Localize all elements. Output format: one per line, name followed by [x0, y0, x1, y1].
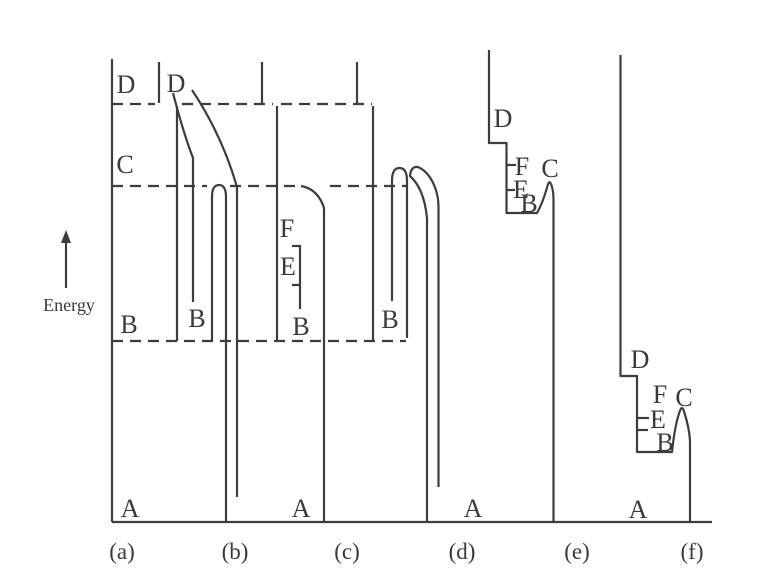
panel-b-curve-right — [191, 89, 239, 497]
panel-f-label-f: F — [653, 380, 667, 409]
level-label-c: C — [116, 150, 133, 179]
panel-f-label-c: C — [675, 383, 692, 412]
level-label-b: B — [120, 310, 137, 339]
panel-c-label-b: B — [292, 312, 309, 341]
panel-c-label-e: E — [280, 252, 296, 281]
panel-f-profile — [619, 55, 692, 521]
level-label-a: A — [121, 494, 140, 523]
caption-b: (b) — [222, 539, 249, 564]
panel-b-label-d: D — [167, 69, 186, 98]
panel-b-narrow-well — [210, 183, 228, 522]
caption-c: (c) — [334, 539, 360, 564]
caption-d: (d) — [449, 539, 476, 564]
panel-c-label-f: F — [280, 214, 294, 243]
panel-f-label-d: D — [631, 345, 650, 374]
caption-a: (a) — [109, 539, 135, 564]
panel-e-label-c: C — [541, 154, 558, 183]
level-label-d: D — [117, 70, 136, 99]
panel-e-label-b: B — [520, 189, 537, 218]
energy-arrow-head — [61, 230, 71, 243]
panel-e-label-d: D — [494, 104, 513, 133]
caption-f: (f) — [681, 539, 704, 564]
panel-f-label-e: E — [650, 405, 666, 434]
panel-e-label-f: F — [515, 152, 529, 181]
caption-e: (e) — [564, 539, 590, 564]
panel-e-profile — [487, 50, 555, 522]
panel-d-hump-right — [408, 165, 440, 522]
panel-c-label-a: A — [292, 494, 311, 523]
panel-f-label-b: B — [656, 428, 673, 457]
panel-d-hump-left — [390, 166, 409, 338]
energy-axis-label: Energy — [43, 295, 95, 315]
panel-c-shoulder — [300, 184, 326, 522]
panel-d-label-a: A — [464, 494, 483, 523]
panel-d-label-b: B — [381, 305, 398, 334]
panel-e-label-e: E — [513, 175, 529, 204]
panel-b-label-b: B — [188, 304, 205, 333]
panel-b-curve-left — [171, 92, 195, 302]
panel-f-label-a: A — [629, 495, 648, 524]
